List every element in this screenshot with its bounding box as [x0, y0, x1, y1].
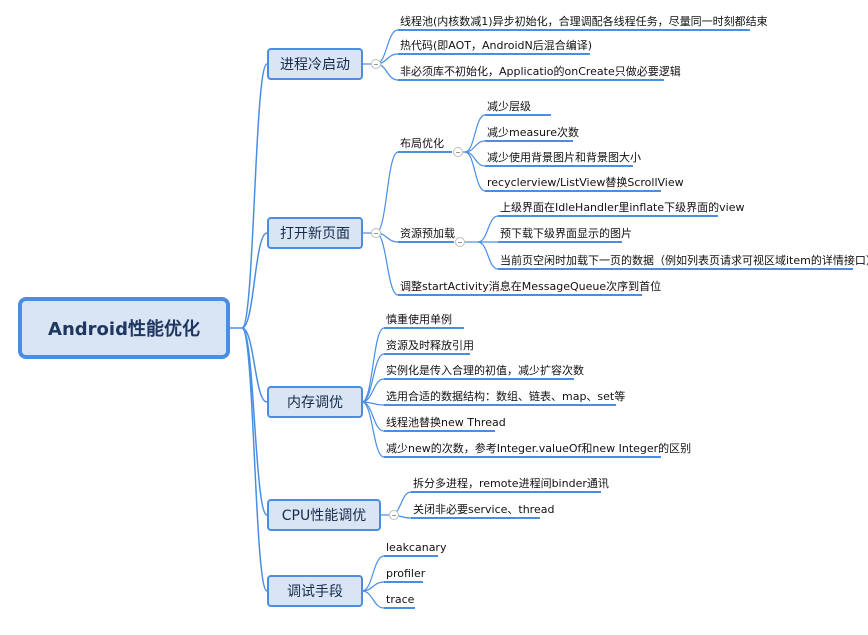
leaf-item-1[interactable]: leakcanary — [386, 541, 447, 554]
root-node[interactable]: Android性能优化 — [18, 297, 230, 359]
branch-connector — [241, 327, 268, 592]
leaf-item-4[interactable]: 选用合适的数据结构：数组、链表、map、set等 — [386, 390, 626, 403]
branch-node-4[interactable]: CPU性能调优 — [267, 499, 381, 531]
leaf-item-2[interactable]: 预下载下级界面显示的图片 — [500, 227, 632, 240]
leaf-item-5[interactable]: 线程池替换new Thread — [386, 416, 506, 429]
leaf-item-connector — [464, 114, 486, 153]
leaf-item-4[interactable]: recyclerview/ListView替换ScrollView — [487, 176, 684, 189]
leaf-item-1[interactable]: 慎重使用单例 — [386, 313, 452, 326]
collapse-toggle-icon[interactable] — [371, 59, 381, 69]
branch-connector — [241, 327, 268, 516]
leaf-item-6[interactable]: 减少new的次数，参考Integer.valueOf和new Integer的区… — [386, 442, 692, 455]
branch-connector — [241, 63, 268, 329]
leaf-item-connector — [361, 590, 385, 609]
leaf-item-connector — [477, 241, 499, 270]
branch-node-2[interactable]: 打开新页面 — [267, 217, 363, 249]
branch-connector — [241, 327, 268, 403]
leaf-item-2[interactable]: 热代码(即AOT，AndroidN后混合编译) — [400, 39, 593, 52]
leaf-item-1[interactable]: 拆分多进程，remote进程间binder通讯 — [413, 477, 609, 490]
leaf-item-2[interactable]: 关闭非必要service、thread — [413, 503, 555, 516]
sub-connector — [375, 232, 399, 296]
leaf-item-connector — [361, 401, 385, 458]
leaf-item-2[interactable]: 资源及时释放引用 — [386, 339, 474, 352]
leaf-item-1[interactable]: 减少层级 — [487, 100, 531, 113]
leaf-item-3[interactable]: 减少使用背景图片和背景图大小 — [487, 151, 641, 164]
collapse-toggle-icon[interactable] — [453, 147, 463, 157]
collapse-toggle-icon[interactable] — [389, 510, 399, 520]
leaf-item-2[interactable]: 减少measure次数 — [487, 126, 579, 139]
leaf-item[interactable]: 调整startActivity消息在MessageQueue次序到首位 — [400, 280, 662, 293]
branch-node-3[interactable]: 内存调优 — [267, 386, 363, 418]
leaf-item-1[interactable]: 线程池(内核数减1)异步初始化，合理调配各线程任务，尽量同一时刻都结束 — [400, 15, 768, 28]
leaf-item-connector — [361, 555, 385, 592]
leaf-item-connector — [361, 378, 385, 403]
sub-branch-1[interactable]: 布局优化 — [400, 137, 444, 150]
sub-connector — [375, 151, 399, 234]
leaf-item-1[interactable]: 上级界面在IdleHandler里inflate下级界面的view — [500, 201, 745, 214]
leaf-item-2[interactable]: profiler — [386, 567, 426, 580]
branch-connector — [241, 232, 268, 329]
branch-node-5[interactable]: 调试手段 — [267, 575, 363, 607]
leaf-item-connector — [361, 353, 385, 403]
leaf-item-3[interactable]: 实例化是传入合理的初值，减少扩容次数 — [386, 364, 584, 377]
leaf-item-connector — [464, 151, 486, 192]
leaf-item-3[interactable]: 当前页空闲时加载下一页的数据（例如列表页请求可视区域item的详情接口） — [500, 254, 868, 267]
sub-branch-2[interactable]: 资源预加载 — [400, 227, 455, 240]
leaf-item-connector — [477, 215, 499, 243]
collapse-toggle-icon[interactable] — [371, 228, 381, 238]
branch-node-1[interactable]: 进程冷启动 — [267, 48, 363, 80]
leaf-item-3[interactable]: 非必须库不初始化，Applicatio的onCreate只做必要逻辑 — [400, 65, 681, 78]
collapse-toggle-icon[interactable] — [455, 237, 465, 247]
leaf-item-3[interactable]: trace — [386, 593, 415, 606]
